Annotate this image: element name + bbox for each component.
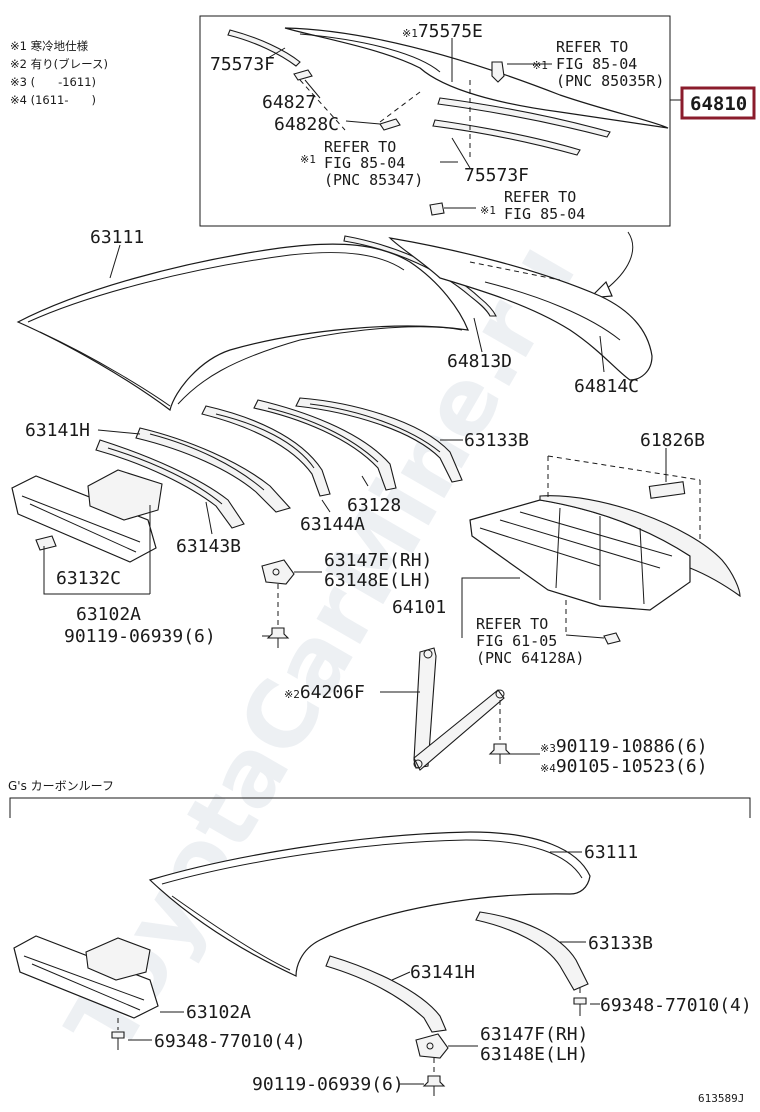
carbon-bow-63141H bbox=[325, 955, 447, 1033]
label-63141H-carbon: 63141H bbox=[410, 962, 475, 983]
panel-64101 bbox=[469, 455, 741, 645]
ref-85035R: REFER TO ※1 FIG 85-04 (PNC 85035R) bbox=[532, 38, 664, 90]
carbon-header-63102A bbox=[13, 935, 159, 1019]
label-63148E-carbon: 63148E(LH) bbox=[480, 1044, 588, 1065]
notes-legend: ※1 寒冷地仕様 ※2 有り(ブレース) ※3 ( -1611) ※4 (161… bbox=[10, 39, 108, 107]
pad-61826B bbox=[648, 481, 686, 499]
label-61826B: 61826B bbox=[640, 430, 705, 451]
svg-text:FIG 85-04: FIG 85-04 bbox=[556, 55, 637, 73]
label-69348-right: 69348-77010(4) bbox=[600, 995, 752, 1016]
svg-text:REFER TO: REFER TO bbox=[324, 138, 396, 156]
header-63102A bbox=[11, 469, 163, 563]
note-2: ※2 有り(ブレース) bbox=[10, 57, 108, 71]
carbon-roof-63111 bbox=[148, 831, 591, 977]
arrow-curve bbox=[604, 231, 634, 291]
svg-text:64810: 64810 bbox=[690, 93, 747, 115]
label-64206F: ※264206F bbox=[284, 682, 365, 703]
svg-text:※1: ※1 bbox=[300, 153, 316, 166]
label-69348-left: 69348-77010(4) bbox=[154, 1031, 306, 1052]
ref-6105: REFER TO FIG 61-05 (PNC 64128A) bbox=[476, 615, 584, 667]
label-63102A: 63102A bbox=[76, 604, 141, 625]
roof-panel-63111 bbox=[16, 243, 469, 412]
svg-text:(PNC 85347): (PNC 85347) bbox=[324, 171, 423, 189]
highlight-64810[interactable]: 64810 bbox=[670, 86, 756, 120]
inset-box: ※175575E 75573F 64827 64828C 75573F REFE… bbox=[199, 15, 671, 227]
molding-64814C bbox=[388, 237, 653, 381]
svg-text:FIG 85-04: FIG 85-04 bbox=[324, 154, 405, 172]
svg-text:FIG 85-04: FIG 85-04 bbox=[504, 205, 585, 223]
label-63144A: 63144A bbox=[300, 514, 365, 535]
label-63132C: 63132C bbox=[56, 568, 121, 589]
note-3: ※3 ( -1611) bbox=[10, 75, 96, 89]
bolt-90119-06939 bbox=[266, 627, 290, 648]
label-63147F-carbon: 63147F(RH) bbox=[480, 1024, 588, 1045]
label-63111: 63111 bbox=[90, 227, 144, 248]
label-75573F-bottom: 75573F bbox=[464, 165, 529, 186]
bracket-63147F bbox=[261, 559, 295, 585]
svg-text:(PNC 64128A): (PNC 64128A) bbox=[476, 649, 584, 667]
bow-63133B bbox=[295, 397, 463, 483]
carbon-bolt-69348-left bbox=[111, 1018, 125, 1050]
label-75575E: ※175575E bbox=[402, 21, 483, 42]
label-64101: 64101 bbox=[392, 597, 446, 618]
carbon-bow-63133B bbox=[475, 911, 589, 991]
label-63148E: 63148E(LH) bbox=[324, 570, 432, 591]
label-63102A-carbon: 63102A bbox=[186, 1002, 251, 1023]
carbon-bracket-63147F bbox=[415, 1033, 449, 1059]
svg-text:(PNC 85035R): (PNC 85035R) bbox=[556, 72, 664, 90]
svg-text:FIG 61-05: FIG 61-05 bbox=[476, 632, 557, 650]
label-63143B: 63143B bbox=[176, 536, 241, 557]
label-63128: 63128 bbox=[347, 495, 401, 516]
note-4: ※4 (1611- ) bbox=[10, 93, 96, 107]
ref-8504: REFER TO ※1 FIG 85-04 bbox=[480, 188, 585, 223]
label-63141H: 63141H bbox=[25, 420, 90, 441]
carbon-bolt-69348-right bbox=[573, 988, 587, 1016]
ref-85347: REFER TO ※1 FIG 85-04 (PNC 85347) bbox=[300, 138, 423, 189]
bow-63143B bbox=[95, 439, 245, 529]
label-63133B: 63133B bbox=[464, 430, 529, 451]
label-75573F-top: 75573F bbox=[210, 54, 275, 75]
diagram-code: 613589J bbox=[698, 1092, 744, 1105]
label-64813D: 64813D bbox=[447, 351, 512, 372]
label-64814C: 64814C bbox=[574, 376, 639, 397]
svg-text:REFER TO: REFER TO bbox=[556, 38, 628, 56]
label-63111-carbon: 63111 bbox=[584, 842, 638, 863]
label-90119-10886: ※390119-10886(6) bbox=[540, 736, 708, 757]
label-64827: 64827 bbox=[262, 92, 316, 113]
label-90119-06939: 90119-06939(6) bbox=[64, 626, 216, 647]
svg-text:REFER TO: REFER TO bbox=[476, 615, 548, 633]
svg-text:※1: ※1 bbox=[480, 204, 496, 217]
section-bracket bbox=[9, 797, 751, 818]
bow-63144A bbox=[201, 405, 331, 497]
bow-63141H bbox=[135, 427, 292, 513]
label-63133B-carbon: 63133B bbox=[588, 933, 653, 954]
brace-64206F bbox=[413, 647, 505, 771]
note-1: ※1 寒冷地仕様 bbox=[10, 39, 89, 53]
carbon-bolt-90119 bbox=[422, 1075, 446, 1096]
svg-text:REFER TO: REFER TO bbox=[504, 188, 576, 206]
label-64828C: 64828C bbox=[274, 114, 339, 135]
label-63147F: 63147F(RH) bbox=[324, 550, 432, 571]
bow-63128 bbox=[253, 399, 397, 491]
label-90105-10523: ※490105-10523(6) bbox=[540, 756, 708, 777]
label-90119-carbon: 90119-06939(6) bbox=[252, 1074, 404, 1095]
bolt-90119-10886 bbox=[488, 700, 512, 764]
svg-text:※1: ※1 bbox=[532, 59, 548, 72]
section-title-carbon-roof: G's カーボンルーフ bbox=[8, 779, 114, 793]
